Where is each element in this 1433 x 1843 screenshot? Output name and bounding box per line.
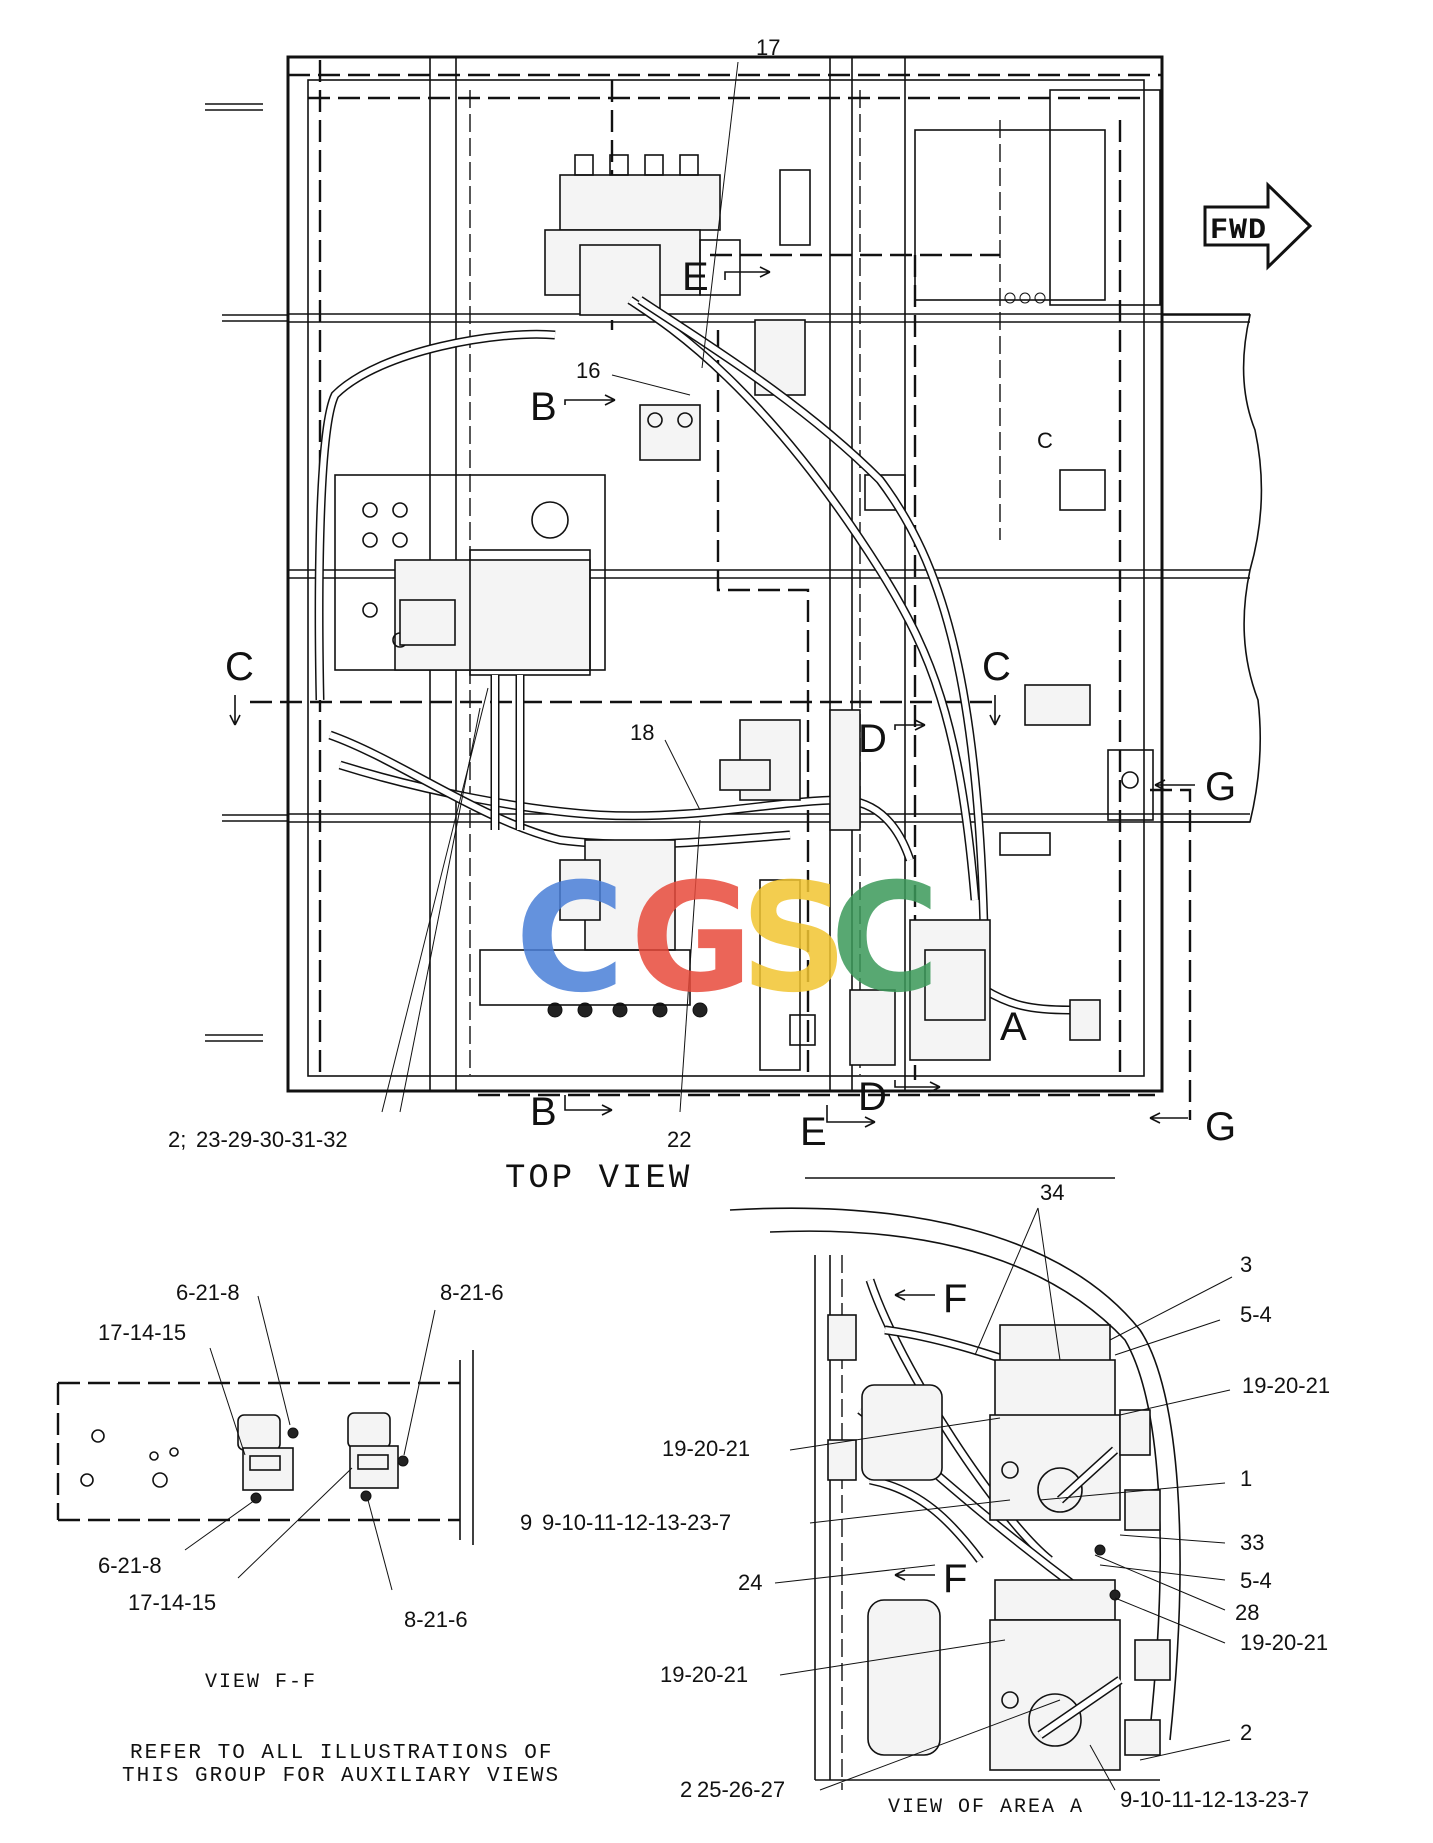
callout-9-10-11-12-13-23-7-bottom: 9-10-11-12-13-23-7 (1120, 1787, 1309, 1812)
callout-22: 22 (667, 1127, 691, 1152)
watermark-letter-2: G (630, 852, 753, 1026)
callout-25-26-27: 25-26-27 (697, 1777, 785, 1802)
callout-ff-17-14-15-top: 17-14-15 (98, 1320, 186, 1345)
callout-3: 3 (1240, 1252, 1252, 1277)
section-g-bottom: G (1205, 1105, 1236, 1149)
callout-5-4-bottom: 5-4 (1240, 1568, 1272, 1593)
callout-17: 17 (756, 35, 780, 60)
cgsc-watermark: C G S C (515, 852, 940, 1026)
callout-ff-6-21-8-bottom: 6-21-8 (98, 1553, 162, 1578)
callout-19-20-21-left-2: 19-20-21 (660, 1662, 748, 1687)
note: REFER TO ALL ILLUSTRATIONS OF THIS GROUP… (122, 1742, 560, 1788)
area-a-leaders (774, 1207, 1233, 1791)
solenoid-right (347, 1412, 409, 1502)
callout-19-20-21-left-1: 19-20-21 (662, 1436, 750, 1461)
upper-valve-assembly (544, 154, 741, 316)
callout-25-prefix: 2 (680, 1777, 692, 1802)
note-line-1: REFER TO ALL ILLUSTRATIONS OF (130, 1742, 553, 1765)
section-e-bottom: E (800, 1110, 827, 1154)
pump-lower (989, 1544, 1171, 1771)
callout-33: 33 (1240, 1530, 1264, 1555)
callout-19-20-21-right-1: 19-20-21 (1242, 1373, 1330, 1398)
section-d-top: D (858, 717, 887, 761)
section-e-top: E (682, 255, 709, 299)
hoses (314, 296, 1071, 1015)
view-area-a-title: VIEW OF AREA A (888, 1796, 1084, 1819)
callout-19-20-21-right-2: 19-20-21 (1240, 1630, 1328, 1655)
watermark-letter-4: C (830, 852, 940, 1026)
callout-ff-6-21-8-top: 6-21-8 (176, 1280, 240, 1305)
section-f-top: F (943, 1277, 967, 1321)
callout-5-4-top: 5-4 (1240, 1302, 1272, 1327)
callout-18: 18 (630, 720, 654, 745)
top-view (205, 55, 1313, 1128)
view-ff-title: VIEW F-F (205, 1671, 317, 1694)
fwd-arrow-icon (1203, 181, 1313, 271)
section-c-right: C (982, 645, 1011, 689)
leader-lines (381, 61, 739, 1113)
callout-16: 16 (576, 358, 600, 383)
watermark-letter-1: C (515, 852, 625, 1026)
watermark-letter-3: S (740, 852, 848, 1026)
callout-2: 2 (1240, 1720, 1252, 1745)
solenoid-left (237, 1414, 299, 1504)
section-g-top: G (1205, 765, 1236, 809)
view-ff: 6-21-8 17-14-15 8-21-6 6-21-8 17-14-15 8… (56, 1280, 504, 1694)
callout-9-10-11-12-13-23-7-left: 9-10-11-12-13-23-7 (542, 1510, 731, 1535)
callout-ff-8-21-6-top: 8-21-6 (440, 1280, 504, 1305)
pump-upper (989, 1324, 1161, 1531)
section-f-bottom: F (943, 1557, 967, 1601)
callout-28: 28 (1235, 1600, 1259, 1625)
view-area-a: F F 34 3 5-4 19-20-21 19-20-21 1 (520, 1177, 1330, 1819)
callout-34: 34 (1040, 1180, 1064, 1205)
fwd-label: FWD (1210, 214, 1267, 248)
callout-23-29-30-31-32: 23-29-30-31-32 (196, 1127, 348, 1152)
callout-1: 1 (1240, 1466, 1252, 1491)
section-c-left: C (225, 645, 254, 689)
lower-valve-assembly (479, 684, 1154, 1071)
note-line-2: THIS GROUP FOR AUXILIARY VIEWS (122, 1765, 560, 1788)
callout-23-prefix: 2; (168, 1127, 186, 1152)
top-view-title: TOP VIEW (505, 1160, 692, 1198)
section-d-bottom: D (858, 1075, 887, 1119)
callout-9-prefix: 9 (520, 1510, 532, 1535)
top-view-labels: 17 16 18 22 2; 23-29-30-31-32 B B C C C … (168, 35, 1267, 1198)
section-b-bottom: B (530, 1090, 557, 1134)
section-c-small: C (1037, 428, 1053, 453)
callout-24: 24 (738, 1570, 762, 1595)
middle-manifold (334, 474, 606, 676)
area-a-label: A (1000, 1005, 1027, 1049)
section-arrows (229, 266, 1195, 1128)
callout-ff-17-14-15-bottom: 17-14-15 (128, 1590, 216, 1615)
section-b-top: B (530, 385, 557, 429)
callout-ff-8-21-6-bottom: 8-21-6 (404, 1607, 468, 1632)
